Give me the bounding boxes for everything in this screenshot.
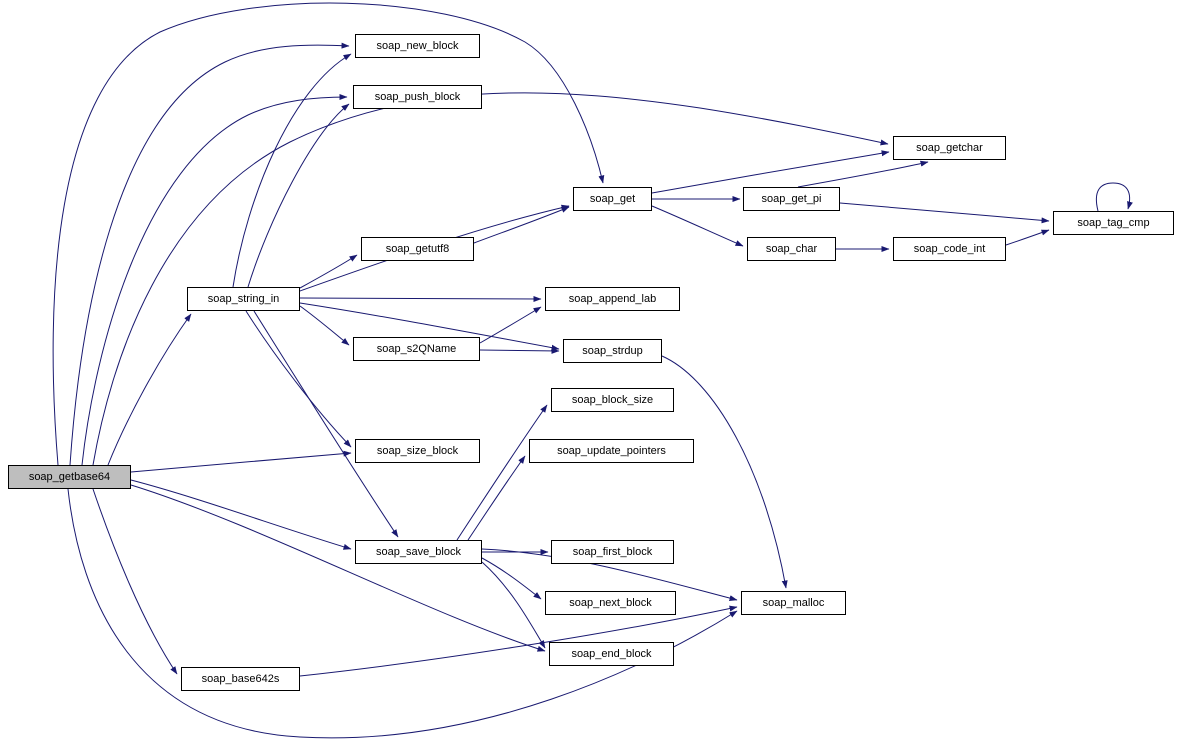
edge-soap_string_in-to-soap_new_block [232, 53, 352, 288]
node-soap-getchar[interactable]: soap_getchar [893, 136, 1006, 160]
edge-soap_string_in-to-soap_save_block [253, 310, 399, 538]
node-soap-char[interactable]: soap_char [747, 237, 836, 261]
edge-soap_s2QName-to-soap_append_lab [479, 306, 542, 344]
node-soap-string-in[interactable]: soap_string_in [187, 287, 300, 311]
node-soap-malloc[interactable]: soap_malloc [741, 591, 846, 615]
edge-soap_string_in-to-soap_getutf8 [299, 254, 358, 289]
node-soap-base642s[interactable]: soap_base642s [181, 667, 300, 691]
node-soap-strdup[interactable]: soap_strdup [563, 339, 662, 363]
edge-soap_get_pi-to-soap_tag_cmp [839, 202, 1050, 224]
edge-soap_save_block-to-soap_end_block [481, 561, 546, 649]
node-soap-save-block[interactable]: soap_save_block [355, 540, 482, 564]
node-soap-get[interactable]: soap_get [573, 187, 652, 211]
edge-soap_base642s-to-soap_malloc [299, 605, 738, 677]
node-soap-code-int[interactable]: soap_code_int [893, 237, 1006, 261]
edge-soap_save_block-to-soap_malloc [481, 548, 738, 602]
edge-soap_getbase64-to-soap_new_block [69, 42, 350, 466]
edge-soap_getbase64-to-soap_malloc [67, 488, 738, 739]
edge-soap_getbase64-to-soap_get [52, 2, 605, 466]
edge-soap_getbase64-to-soap_end_block [130, 484, 546, 652]
edge-soap_getbase64-to-soap_save_block [130, 479, 352, 550]
edge-soap_save_block-to-soap_block_size [456, 404, 548, 541]
edge-soap_s2QName-to-soap_strdup [479, 347, 560, 354]
edge-soap_string_in-to-soap_push_block [247, 103, 350, 288]
edge-soap_getbase64-to-soap_getchar [92, 92, 889, 466]
edge-soap_get-to-soap_getchar [651, 150, 890, 194]
node-soap-end-block[interactable]: soap_end_block [549, 642, 674, 666]
node-soap-first-block[interactable]: soap_first_block [551, 540, 674, 564]
edge-soap_string_in-to-soap_append_lab [299, 295, 542, 302]
node-soap-get-pi[interactable]: soap_get_pi [743, 187, 840, 211]
edge-soap_get-to-soap_char [651, 205, 744, 247]
node-soap-getutf8[interactable]: soap_getutf8 [361, 237, 474, 261]
edge-soap_getutf8-to-soap_get [473, 206, 570, 244]
node-soap-getbase64: soap_getbase64 [8, 465, 131, 489]
edge-soap_get_pi-to-soap_getchar [797, 160, 929, 188]
edge-soap_string_in-to-soap_strdup [299, 302, 560, 351]
node-soap-new-block[interactable]: soap_new_block [355, 34, 480, 58]
node-soap-push-block[interactable]: soap_push_block [353, 85, 482, 109]
node-soap-append-lab[interactable]: soap_append_lab [545, 287, 680, 311]
edge-soap_string_in-to-soap_size_block [245, 310, 352, 448]
node-soap-s2qname[interactable]: soap_s2QName [353, 337, 480, 361]
edge-soap_string_in-to-soap_s2QName [299, 305, 350, 346]
edge-soap_save_block-to-soap_next_block [481, 557, 542, 600]
node-soap-tag-cmp[interactable]: soap_tag_cmp [1053, 211, 1174, 235]
edge-soap_getbase64-to-soap_base642s [92, 488, 178, 675]
edge-soap_strdup-to-soap_malloc [661, 355, 788, 589]
edge-soap_getbase64-to-soap_push_block [81, 94, 348, 466]
node-soap-block-size[interactable]: soap_block_size [551, 388, 674, 412]
edge-soap_code_int-to-soap_tag_cmp [1005, 229, 1050, 246]
node-soap-update-pointers[interactable]: soap_update_pointers [529, 439, 694, 463]
edge-soap_save_block-to-soap_update_pointers [467, 455, 526, 541]
node-soap-size-block[interactable]: soap_size_block [355, 439, 480, 463]
edge-soap_getbase64-to-soap_size_block [130, 450, 352, 473]
edge-soap_getbase64-to-soap_string_in [107, 313, 192, 466]
edge-soap_tag_cmp-to-soap_tag_cmp [1095, 182, 1133, 212]
node-soap-next-block[interactable]: soap_next_block [545, 591, 676, 615]
